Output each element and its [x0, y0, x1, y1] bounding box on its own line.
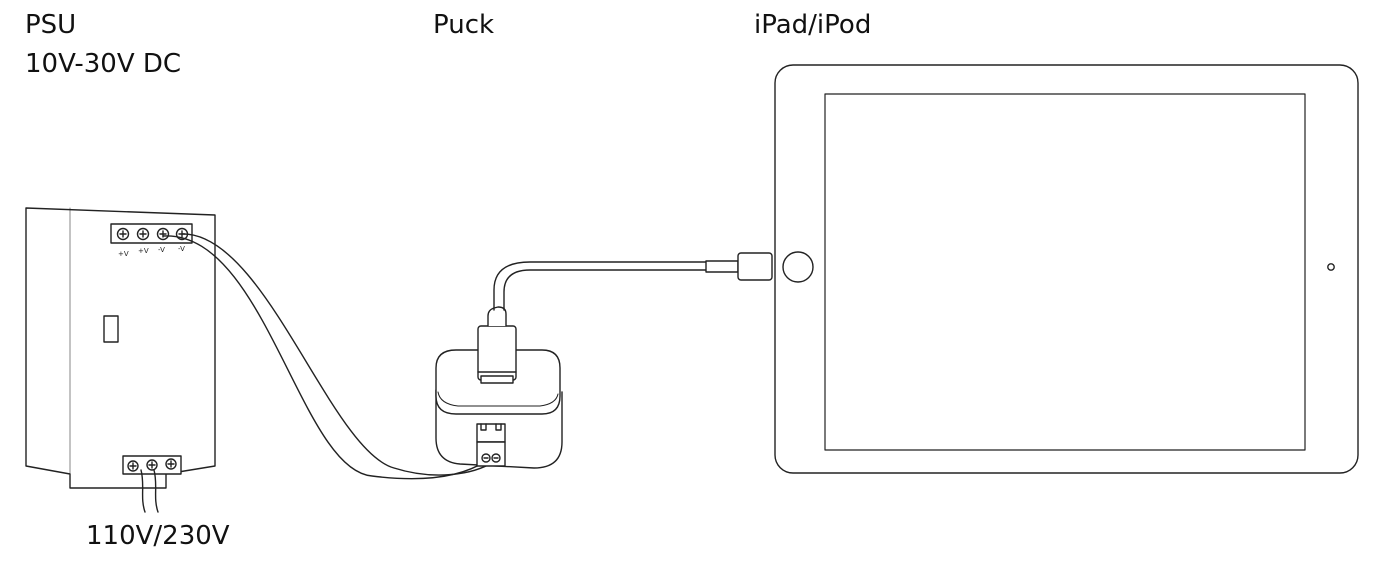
psu-status-slot: [103, 315, 119, 343]
terminal-screw-2: [136, 227, 150, 241]
mains-screw-2: [146, 459, 158, 471]
terminal-label-3: -V: [158, 246, 165, 254]
ipad-home-button: [782, 251, 814, 283]
ipad-label: iPad/iPod: [754, 10, 872, 40]
psu-ac-terminal-block: [122, 455, 182, 475]
mains-wire-2: [153, 469, 159, 513]
ipad-body: [774, 64, 1359, 474]
terminal-screw-1: [116, 227, 130, 241]
mains-screw-1: [127, 460, 139, 472]
psu-label: PSU: [25, 10, 77, 40]
ipad-screen: [824, 93, 1306, 451]
mains-screw-3: [165, 458, 177, 470]
psu-unit: +V +V -V -V: [25, 207, 216, 513]
mains-wire-1: [140, 469, 146, 513]
cable-sleeve-top: [493, 261, 707, 311]
puck-label: Puck: [433, 10, 495, 40]
psu-voltage-label: 10V-30V DC: [25, 49, 182, 79]
puck-device: [435, 306, 563, 469]
puck-lightning-plug: [477, 306, 517, 384]
mains-voltage-label: 110V/230V: [86, 521, 230, 551]
puck-terminal: [476, 423, 506, 467]
terminal-label-1: +V: [118, 250, 129, 258]
ipad-camera: [1327, 263, 1335, 271]
dc-wire-positive: [162, 235, 487, 480]
puck-top-rim: [437, 391, 559, 407]
cable-sleeve-bottom: [503, 269, 707, 311]
psu-dc-terminal-block: +V +V -V -V: [110, 223, 193, 258]
ipad-device: [774, 64, 1359, 474]
lightning-cable: [493, 252, 773, 311]
cable-connector-collar: [705, 260, 739, 273]
terminal-label-4: -V: [178, 245, 185, 253]
cable-connector-body: [737, 252, 773, 281]
terminal-label-2: +V: [138, 247, 149, 255]
psu-body: [25, 207, 216, 489]
dc-wire-negative: [181, 233, 496, 476]
